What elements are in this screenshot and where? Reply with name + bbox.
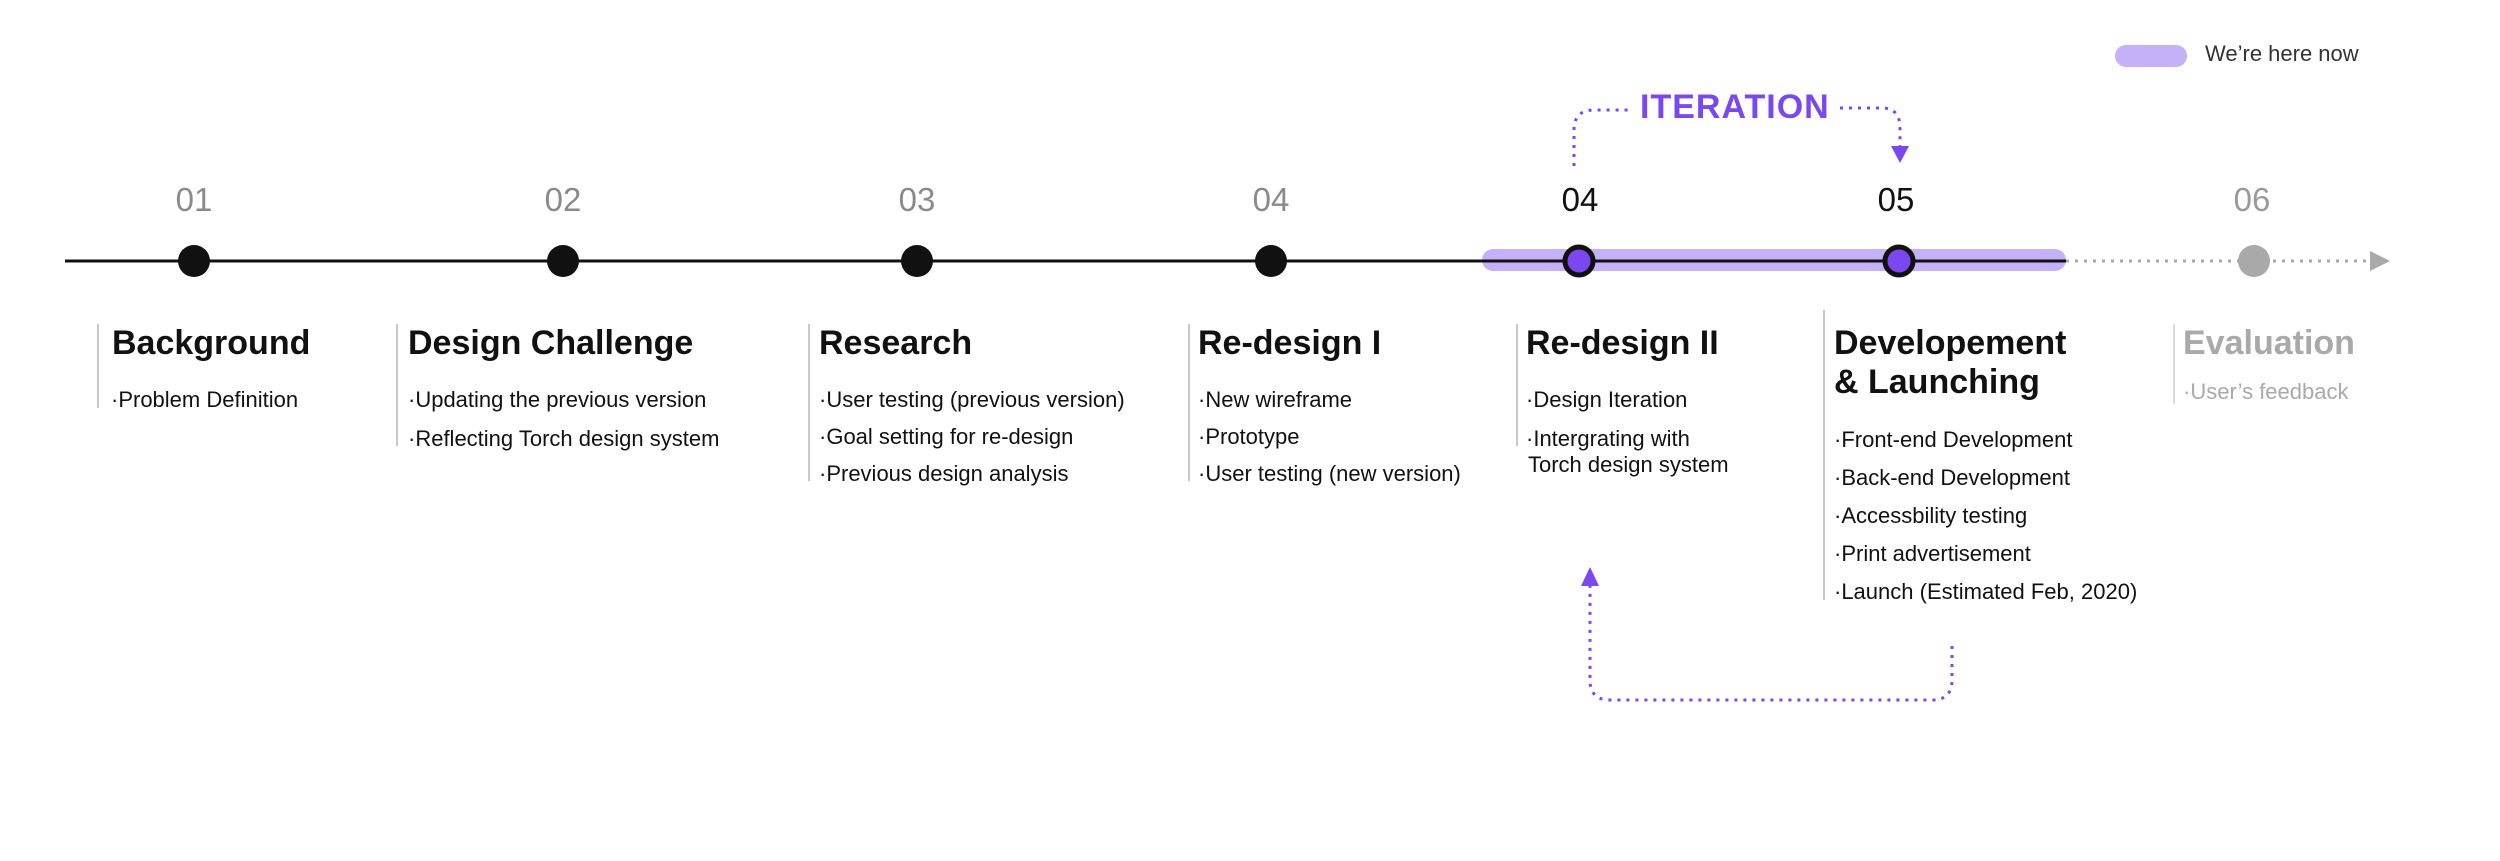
stage-item: ·User testing (previous version) — [819, 387, 1125, 412]
stage-title: Design Challenge — [408, 324, 694, 362]
stage-items: ·Updating the previous version ·Reflecti… — [408, 387, 719, 452]
step-number-05-current: 05 — [1877, 181, 1915, 218]
stage-items: ·User’s feedback — [2183, 379, 2348, 405]
iteration-arrowhead-top — [1891, 146, 1909, 163]
stage-item: ·User’s feedback — [2183, 379, 2349, 404]
legend-label: We’re here now — [2205, 41, 2359, 66]
step-number-04: 04 — [1252, 181, 1290, 218]
stage-item: ·Reflecting Torch design system — [408, 426, 720, 451]
node-05-current — [1882, 244, 1916, 278]
stage-items: ·Design Iteration ·Intergrating with Tor… — [1526, 387, 1729, 478]
stage-title: Evaluation — [2183, 324, 2355, 362]
stage-item: ·User testing (new version) — [1198, 461, 1461, 486]
stage-title: Developement — [1834, 324, 2067, 362]
stage-divider — [1823, 310, 1825, 600]
stage-divider — [1188, 324, 1190, 481]
node-03 — [901, 245, 933, 277]
step-number-01: 01 — [175, 181, 213, 218]
step-number-06-future: 06 — [2233, 181, 2271, 218]
stage-item: ·Intergrating with — [1526, 426, 1690, 451]
stage-item: ·Prototype — [1198, 424, 1300, 449]
stage-divider — [808, 324, 810, 481]
stage-items: ·User testing (previous version) ·Goal s… — [819, 387, 1125, 487]
iteration-arrow-top-right — [1840, 106, 1902, 146]
stage-divider — [97, 324, 99, 408]
node-01 — [178, 245, 210, 277]
stage-items: ·Front-end Development ·Back-end Develop… — [1834, 427, 2137, 605]
stage-items: ·Problem Definition — [111, 387, 298, 413]
step-number-02: 02 — [544, 181, 582, 218]
stage-divider — [2173, 324, 2175, 404]
node-06-future — [2238, 245, 2270, 277]
stage-title: Research — [819, 324, 973, 362]
stage-item: ·Launch (Estimated Feb, 2020) — [1834, 579, 2138, 604]
stage-item: ·Print advertisement — [1834, 541, 2031, 566]
stage-item: ·Accessbility testing — [1834, 503, 2028, 528]
stage-item: ·Front-end Development — [1834, 427, 2073, 452]
iteration-arrow-bottom — [1588, 586, 1954, 702]
stage-item: ·Goal setting for re-design — [819, 424, 1074, 449]
stage-item: ·Problem Definition — [111, 387, 299, 412]
iteration-arrow-top-left — [1572, 108, 1630, 166]
timeline-end-arrow — [2370, 251, 2390, 271]
iteration-arrowhead-bottom — [1581, 567, 1599, 586]
stage-item: ·Design Iteration — [1526, 387, 1688, 412]
stage-title: Re-design I — [1198, 324, 1382, 362]
node-04 — [1255, 245, 1287, 277]
step-number-03: 03 — [898, 181, 936, 218]
stage-items: ·New wireframe ·Prototype ·User testing … — [1198, 387, 1461, 487]
stage-item: ·New wireframe — [1198, 387, 1353, 412]
stage-title: Re-design II — [1526, 324, 1719, 362]
node-04-current — [1562, 244, 1596, 278]
legend-swatch — [2115, 45, 2187, 67]
stage-item: ·Previous design analysis — [819, 461, 1069, 486]
stage-item: ·Updating the previous version — [408, 387, 707, 412]
node-02 — [547, 245, 579, 277]
stage-title: Background — [112, 324, 311, 362]
stage-divider — [1516, 324, 1518, 446]
stage-item: Torch design system — [1528, 452, 1729, 477]
iteration-label: ITERATION — [1640, 88, 1830, 126]
step-number-04-current: 04 — [1561, 181, 1599, 218]
stage-item: ·Back-end Development — [1834, 465, 2071, 490]
stage-title-line-2: & Launching — [1834, 363, 2040, 401]
stage-divider — [396, 324, 398, 446]
